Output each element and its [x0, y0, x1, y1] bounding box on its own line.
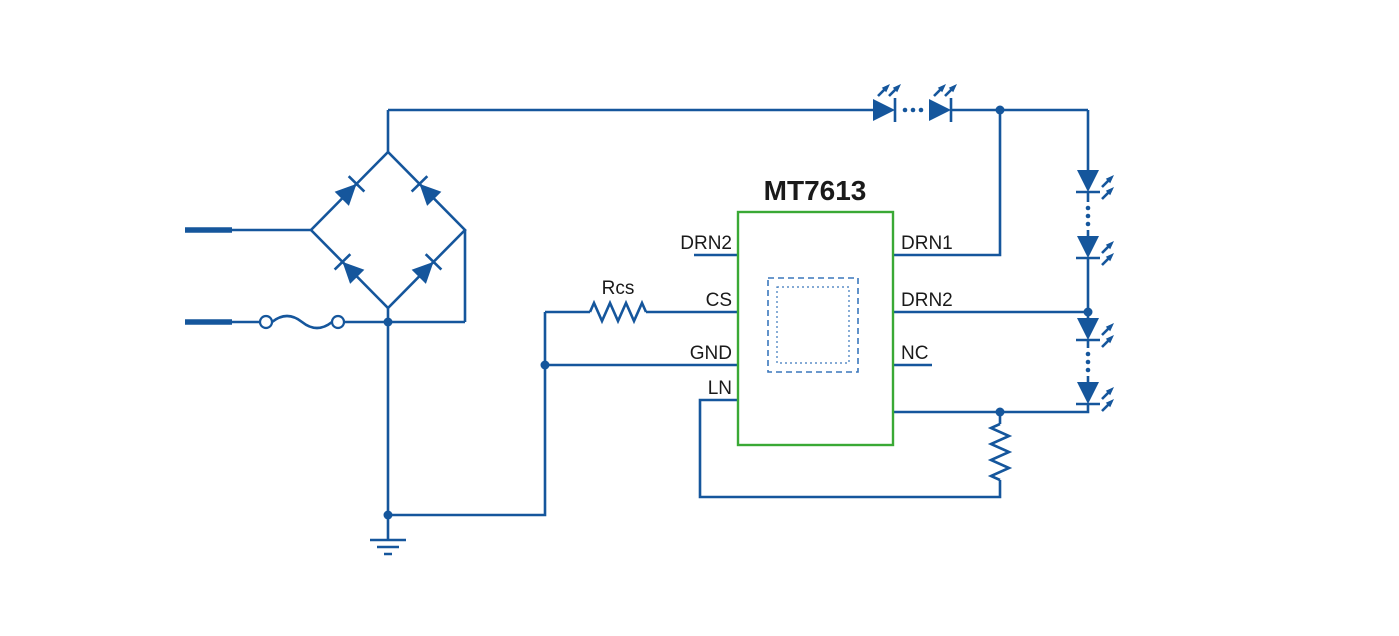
string-gap-dot — [1085, 351, 1091, 357]
wire-ln — [698, 398, 1002, 499]
wire-gnd — [388, 363, 738, 517]
pin-label-drn2-left: DRN2 — [680, 233, 732, 254]
rcs-label: Rcs — [602, 278, 635, 299]
string-gap-dot — [1085, 367, 1091, 373]
string-gap-dot — [1085, 213, 1091, 219]
pin-label-gnd: GND — [690, 343, 732, 364]
string-gap-dot — [1085, 359, 1091, 365]
ic-title: MT7613 — [764, 175, 867, 206]
fuse-wave — [271, 314, 333, 330]
fuse-icon — [258, 314, 274, 330]
pin-label-cs: CS — [706, 290, 732, 311]
junction-dot — [383, 317, 393, 327]
string-gap-dot — [910, 107, 916, 113]
wire-right-rail — [893, 110, 1090, 414]
led-icon — [1074, 168, 1116, 201]
led-icon — [871, 82, 903, 124]
pin-label-drn1: DRN1 — [901, 233, 953, 254]
string-gap-dot — [918, 107, 924, 113]
pin-label-drn2-right: DRN2 — [901, 290, 953, 311]
pin-label-ln: LN — [708, 378, 732, 399]
ground-icon — [370, 538, 406, 556]
led-icon — [1074, 380, 1116, 413]
string-gap-dot — [902, 107, 908, 113]
junction-dot — [540, 360, 550, 370]
wire-drn1 — [893, 110, 1002, 257]
junction-dot — [1083, 307, 1093, 317]
string-gap-dot — [1085, 205, 1091, 211]
led-icon — [1074, 234, 1116, 267]
wire-cs — [543, 310, 738, 365]
junction-dot — [995, 407, 1005, 417]
fuse-icon — [330, 314, 346, 330]
junction-dot — [383, 510, 393, 520]
led-icon — [927, 82, 959, 124]
junction-dot — [995, 105, 1005, 115]
ic-body — [736, 210, 895, 447]
ln-resistor-icon — [987, 422, 1013, 482]
rcs-resistor-icon — [588, 299, 648, 325]
ic-pad-outline-inner — [776, 286, 850, 364]
pin-label-nc: NC — [901, 343, 928, 364]
string-gap-dot — [1085, 221, 1091, 227]
led-icon — [1074, 316, 1116, 349]
ic-pad-outline — [767, 277, 859, 373]
bridge-rectifier-outline — [309, 150, 467, 310]
wire-ac2-right — [344, 230, 467, 324]
